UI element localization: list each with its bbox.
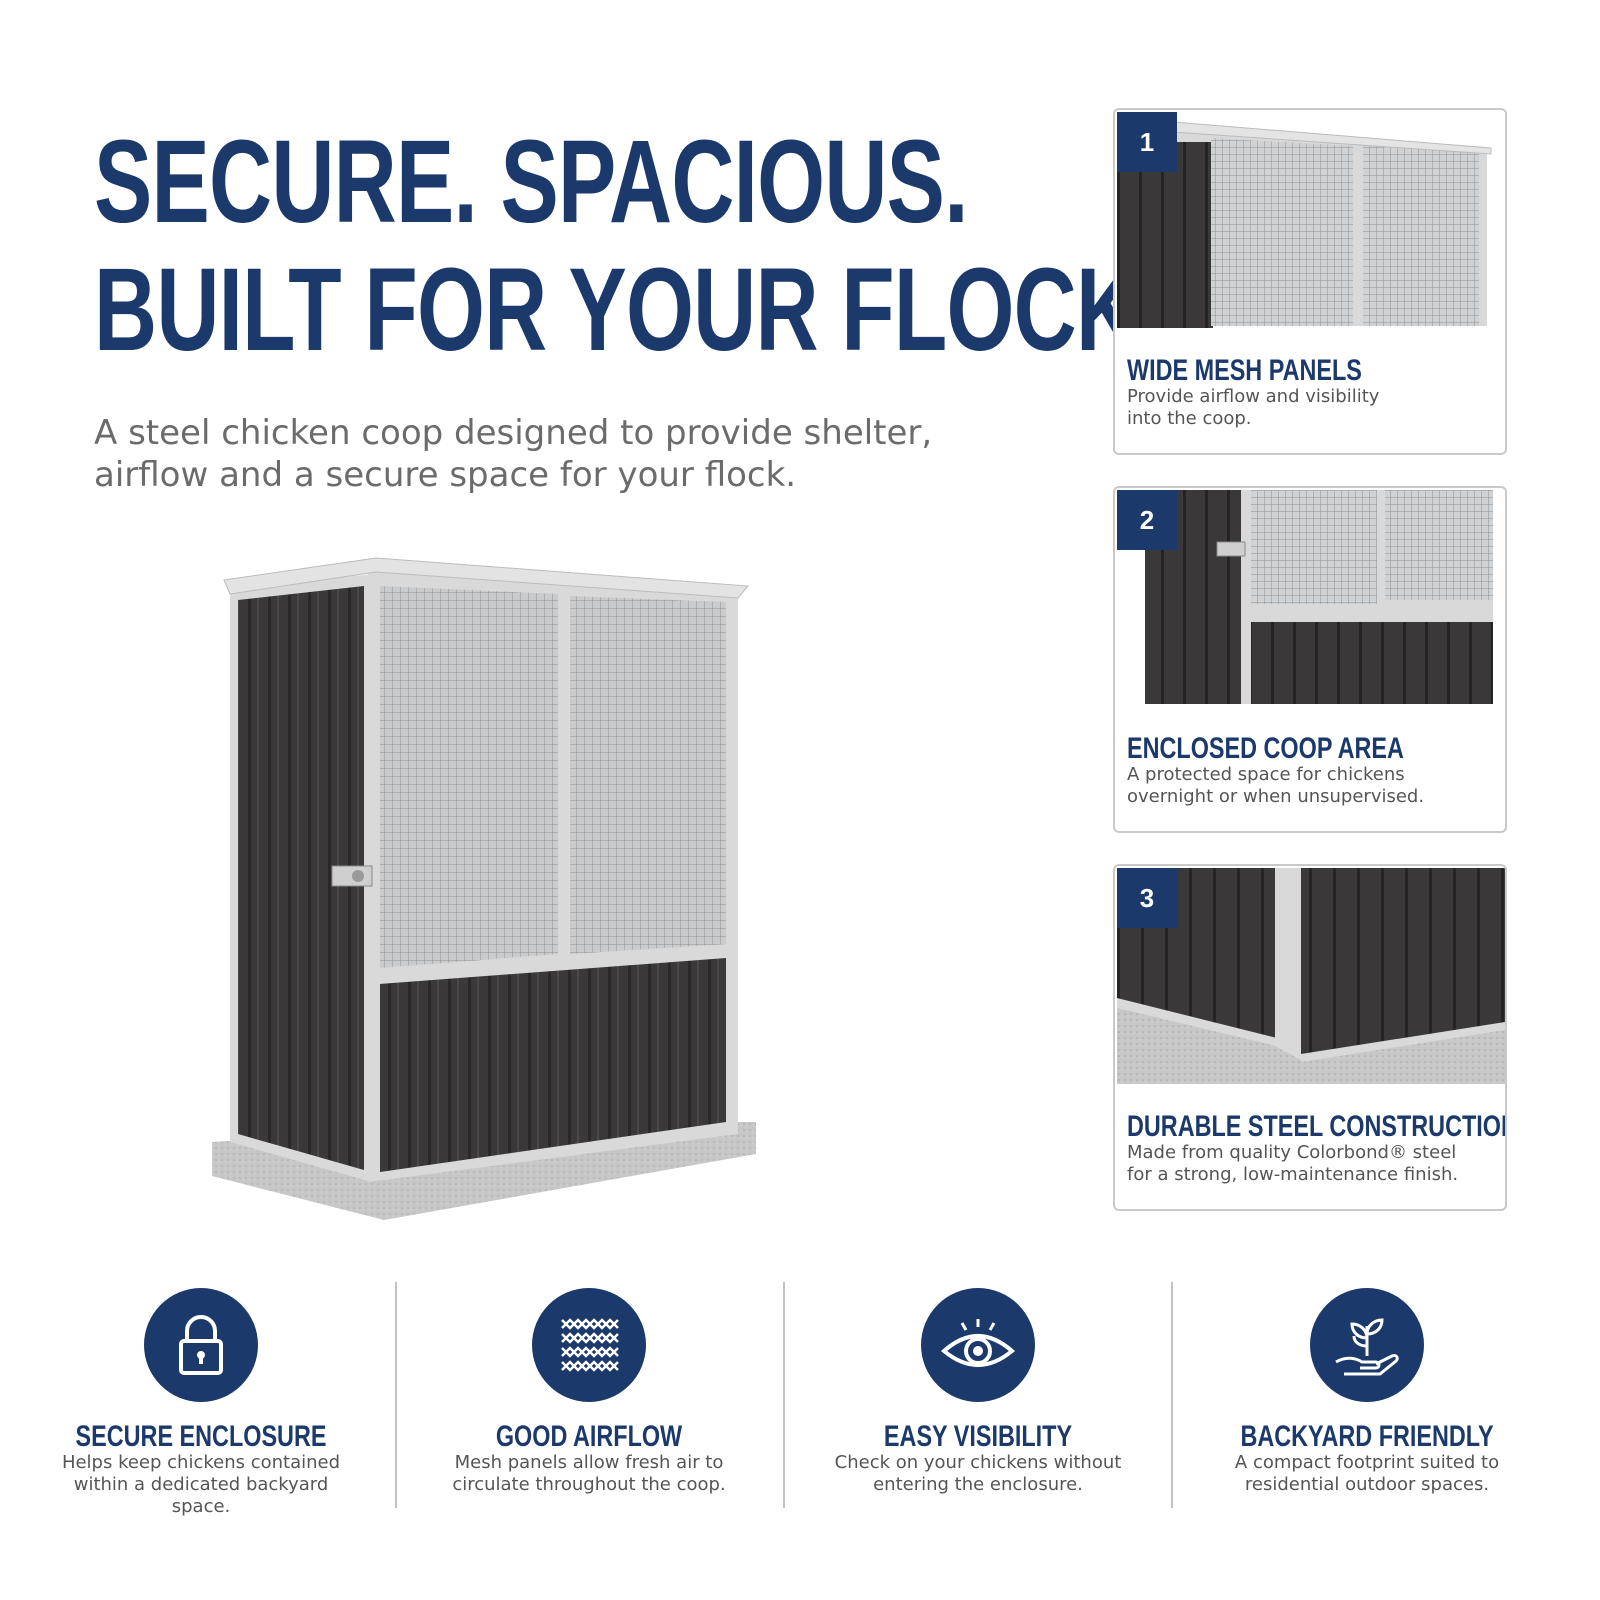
headline-line-1: SECURE. SPACIOUS.	[94, 116, 968, 248]
feature-card-enclosed-coop-area: 2 ENCLOSED COOP AREA A protected space f…	[1113, 486, 1507, 833]
card-description-line-2: for a strong, low-maintenance finish.	[1127, 1164, 1459, 1185]
card-description-line-2: overnight or when unsupervised.	[1127, 786, 1425, 807]
card-title: ENCLOSED COOP AREA	[1127, 732, 1404, 765]
divider	[395, 1282, 397, 1508]
card-title: WIDE MESH PANELS	[1127, 354, 1362, 387]
feature-card-durable-steel-construction: 3 DURABLE STEEL CONSTRUCTION Made from q…	[1113, 864, 1507, 1211]
feature-backyard-friendly: BACKYARD FRIENDLY A compact footprint su…	[1172, 1280, 1562, 1520]
headline: SECURE. SPACIOUS. BUILT FOR YOUR FLOCK.	[94, 116, 1163, 376]
feature-description: Check on your chickens without entering …	[834, 1452, 1122, 1495]
feature-icons-row: SECURE ENCLOSURE Helps keep chickens con…	[0, 1280, 1600, 1520]
feature-title: SECURE ENCLOSURE	[75, 1420, 327, 1453]
feature-secure-enclosure: SECURE ENCLOSURE Helps keep chickens con…	[6, 1280, 396, 1520]
chicken-coop-illustration	[208, 552, 768, 1232]
divider	[1171, 1282, 1173, 1508]
card-description-line-1: A protected space for chickens	[1127, 764, 1405, 785]
card-description-line-2: into the coop.	[1127, 408, 1252, 429]
feature-good-airflow: GOOD AIRFLOW Mesh panels allow fresh air…	[394, 1280, 784, 1520]
coop-area-photo	[1117, 490, 1505, 706]
card-title: DURABLE STEEL CONSTRUCTION	[1127, 1110, 1507, 1143]
feature-description: Helps keep chickens contained within a d…	[61, 1452, 341, 1517]
plant-hand-icon	[1310, 1288, 1424, 1402]
card-description: Made from quality Colorbond® steel for a…	[1127, 1142, 1497, 1186]
padlock-icon	[144, 1288, 258, 1402]
card-number-badge: 2	[1117, 490, 1177, 550]
subtitle-line-1: A steel chicken coop designed to provide…	[94, 413, 933, 453]
card-description: A protected space for chickens overnight…	[1127, 764, 1497, 808]
subtitle: A steel chicken coop designed to provide…	[94, 412, 1054, 496]
card-description-line-1: Made from quality Colorbond® steel	[1127, 1142, 1457, 1163]
feature-description: A compact footprint suited to residentia…	[1234, 1452, 1500, 1495]
divider	[783, 1282, 785, 1508]
headline-line-2: BUILT FOR YOUR FLOCK.	[94, 244, 1163, 376]
feature-card-wide-mesh-panels: 1 WIDE MESH PANELS Provide airflow and v…	[1113, 108, 1507, 455]
card-description-line-1: Provide airflow and visibility	[1127, 386, 1380, 407]
feature-easy-visibility: EASY VISIBILITY Check on your chickens w…	[783, 1280, 1173, 1520]
feature-title: BACKYARD FRIENDLY	[1240, 1420, 1494, 1453]
subtitle-line-2: airflow and a secure space for your floc…	[94, 455, 797, 495]
card-number-badge: 1	[1117, 112, 1177, 172]
mesh-icon	[532, 1288, 646, 1402]
feature-description: Mesh panels allow fresh air to circulate…	[452, 1452, 726, 1495]
card-description: Provide airflow and visibility into the …	[1127, 386, 1497, 430]
eye-icon	[921, 1288, 1035, 1402]
feature-title: EASY VISIBILITY	[883, 1420, 1073, 1453]
mesh-panels-photo	[1117, 112, 1505, 328]
card-number-badge: 3	[1117, 868, 1177, 928]
feature-title: GOOD AIRFLOW	[495, 1420, 683, 1453]
